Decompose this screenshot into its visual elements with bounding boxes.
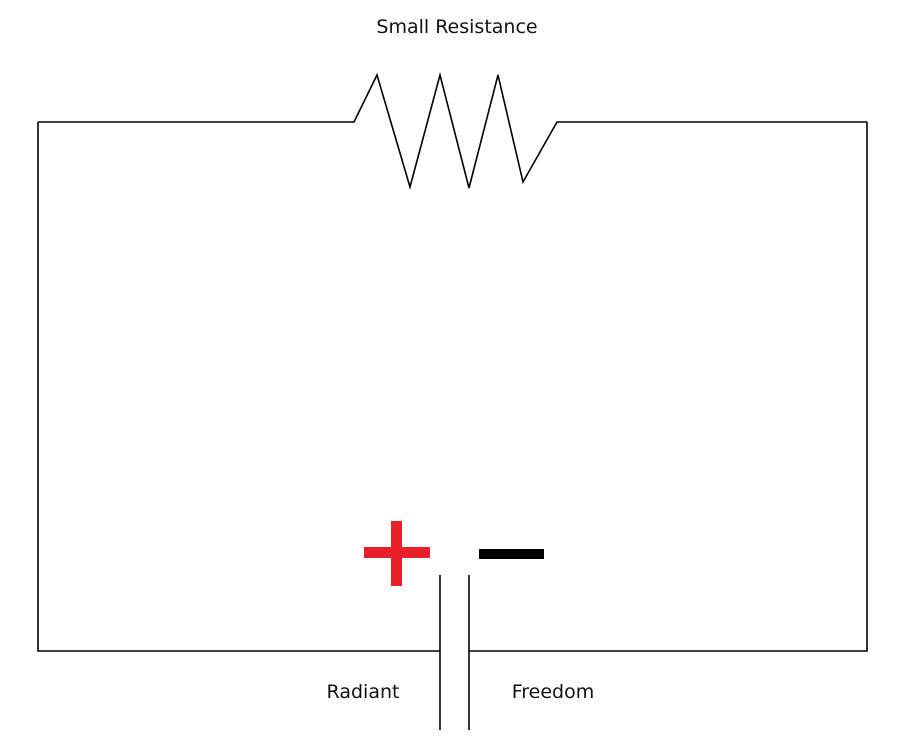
positive-terminal-icon bbox=[364, 521, 430, 586]
right-wire bbox=[469, 122, 868, 652]
resistor-label: Small Resistance bbox=[376, 16, 537, 38]
right-plate-label: Freedom bbox=[512, 681, 595, 703]
top-wire-with-resistor bbox=[38, 71, 867, 190]
left-plate-label: Radiant bbox=[327, 681, 400, 703]
left-wire bbox=[37, 122, 440, 652]
negative-terminal-icon bbox=[479, 549, 544, 559]
